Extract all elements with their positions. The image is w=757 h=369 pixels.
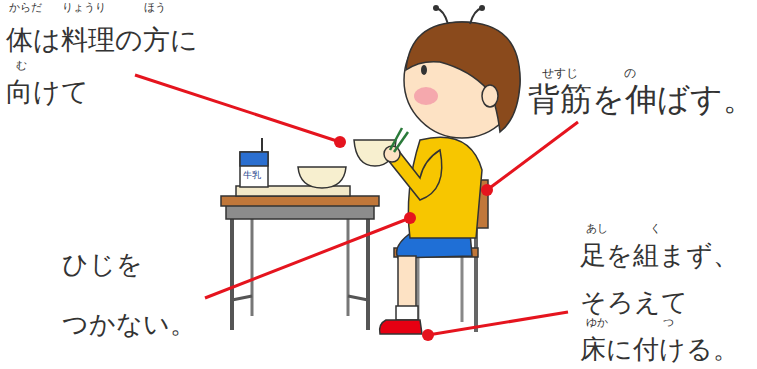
milk-carton [240,138,268,187]
child [354,5,520,334]
furigana: からだ [9,1,42,14]
furigana: あし [586,222,608,235]
furigana: く [650,222,661,235]
callout-text: 背筋を伸ばす。 [528,80,755,118]
furigana: つ [663,316,674,329]
carton-text: 牛乳 [243,170,261,181]
furigana: の [624,66,636,80]
callout-text: 足を組まず、 そろえて 床に付ける。 [580,232,745,369]
furigana: ゆか [586,316,608,329]
desk [221,186,379,330]
furigana: ほう [144,1,166,14]
callout-text: 体は料理の方に 向けて [6,14,206,118]
bowl [298,167,346,188]
callout-text: ひじを つかない。 [62,234,202,354]
furigana: む [16,59,27,72]
leader-lines [135,75,578,341]
furigana: りょうり [62,1,106,14]
furigana: せすじ [542,66,578,80]
